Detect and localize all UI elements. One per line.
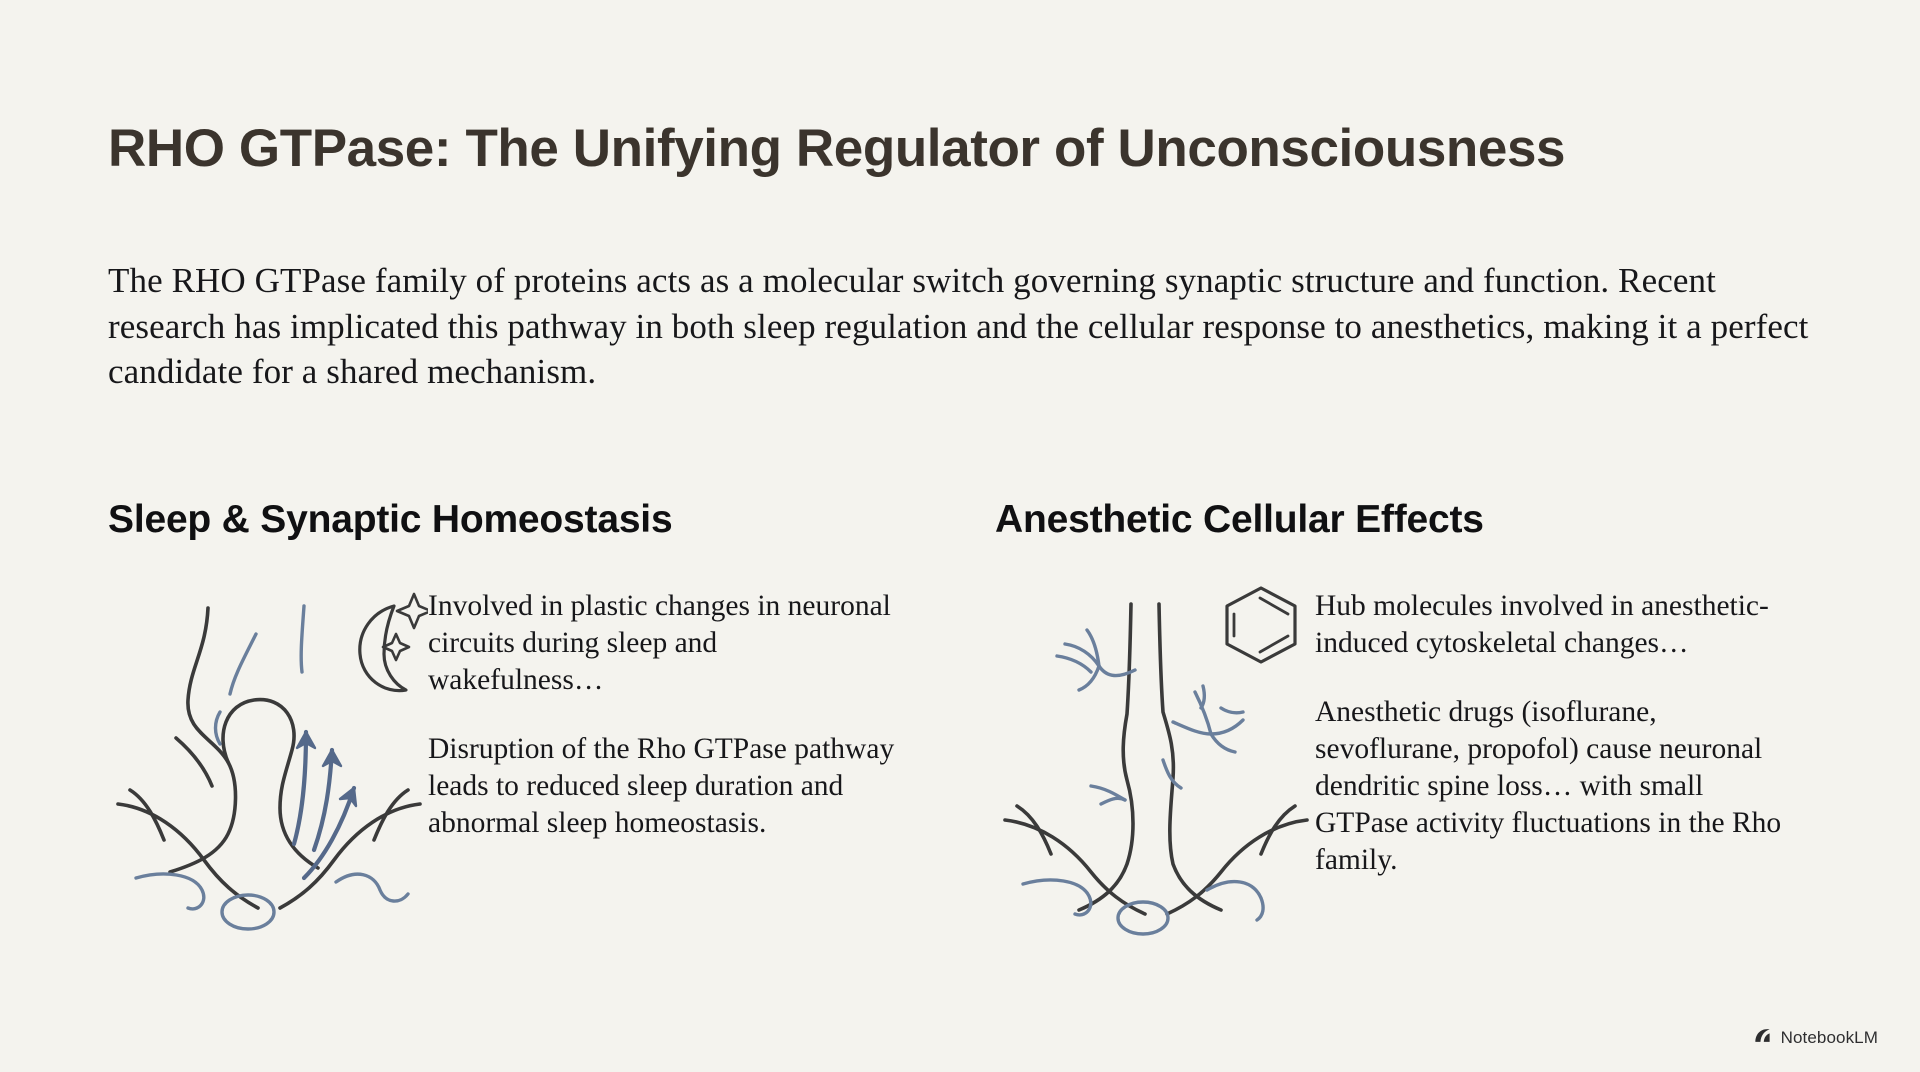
column-anesthetic-body: Hub molecules involved in anesthetic-ind… <box>995 580 1875 942</box>
column-sleep-body: Involved in plastic changes in neuronal … <box>108 580 988 942</box>
paragraph: Involved in plastic changes in neuronal … <box>428 590 891 697</box>
notebooklm-label: NotebookLM <box>1780 1028 1878 1047</box>
section-heading-sleep: Sleep & Synaptic Homeostasis <box>108 498 673 541</box>
paragraph: Hub molecules involved in anesthetic-ind… <box>1315 590 1769 660</box>
intro-paragraph: The RHO GTPase family of proteins acts a… <box>108 261 1809 391</box>
section-heading-anesthetic: Anesthetic Cellular Effects <box>995 498 1484 541</box>
paragraph: Disruption of the Rho GTPase pathway lea… <box>428 733 895 840</box>
neuron-with-moon-and-arrows-icon <box>108 572 428 942</box>
column-sleep: Sleep & Synaptic Homeostasis <box>108 498 988 942</box>
page-title: RHO GTPase: The Unifying Regulator of Un… <box>108 119 1566 178</box>
paragraph: Anesthetic drugs (isoflurane, sevofluran… <box>1315 696 1782 877</box>
column-sleep-text: Involved in plastic changes in neuronal … <box>428 580 898 842</box>
column-anesthetic: Anesthetic Cellular Effects <box>995 498 1875 942</box>
notebooklm-logo-icon <box>1753 1026 1772 1050</box>
column-anesthetic-text: Hub molecules involved in anesthetic-ind… <box>1315 580 1795 879</box>
notebooklm-brand: NotebookLM <box>1753 1026 1878 1050</box>
neuron-with-benzene-ring-icon <box>995 572 1315 942</box>
